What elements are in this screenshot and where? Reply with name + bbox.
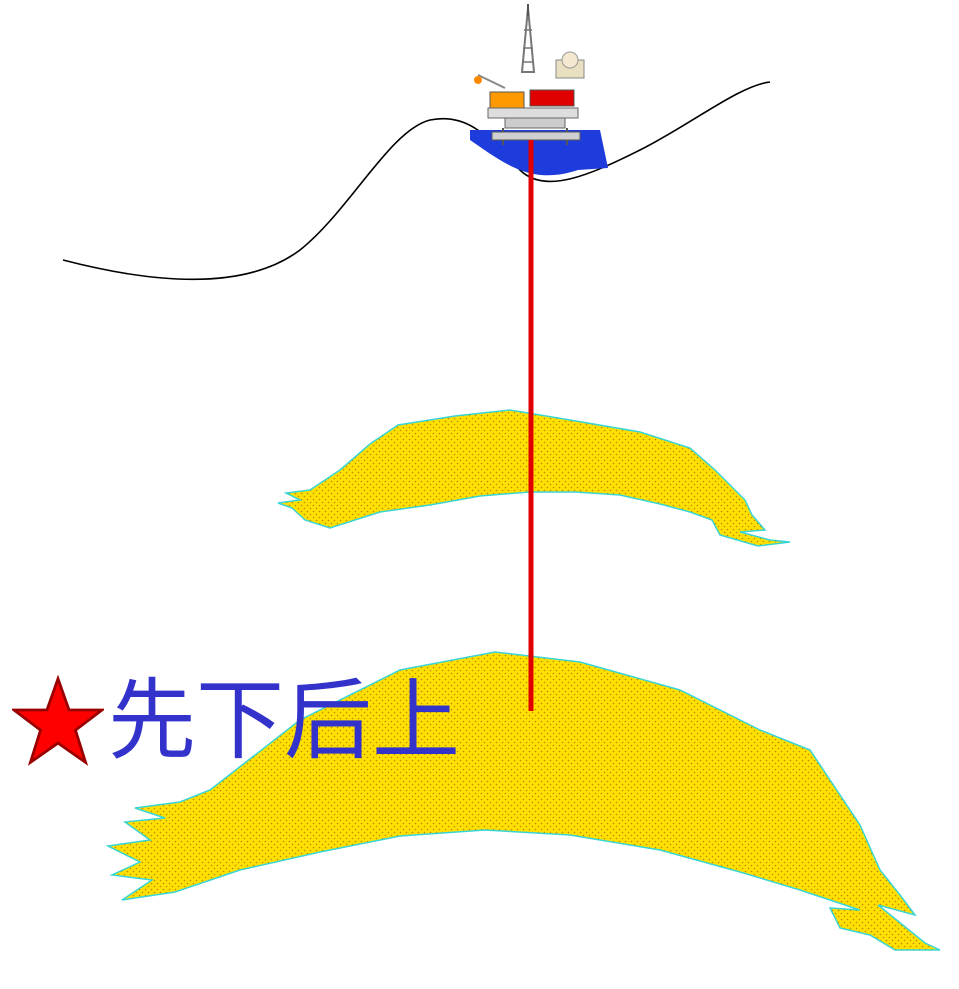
caption-text: 先下后上 bbox=[108, 669, 461, 772]
offshore-drilling-platform-icon bbox=[470, 4, 608, 176]
caption: 先下后上 bbox=[12, 666, 460, 776]
red-star-icon bbox=[12, 675, 104, 766]
seabed-curve bbox=[62, 81, 771, 281]
upper-reservoir bbox=[277, 409, 791, 547]
lower-reservoir bbox=[105, 651, 941, 951]
